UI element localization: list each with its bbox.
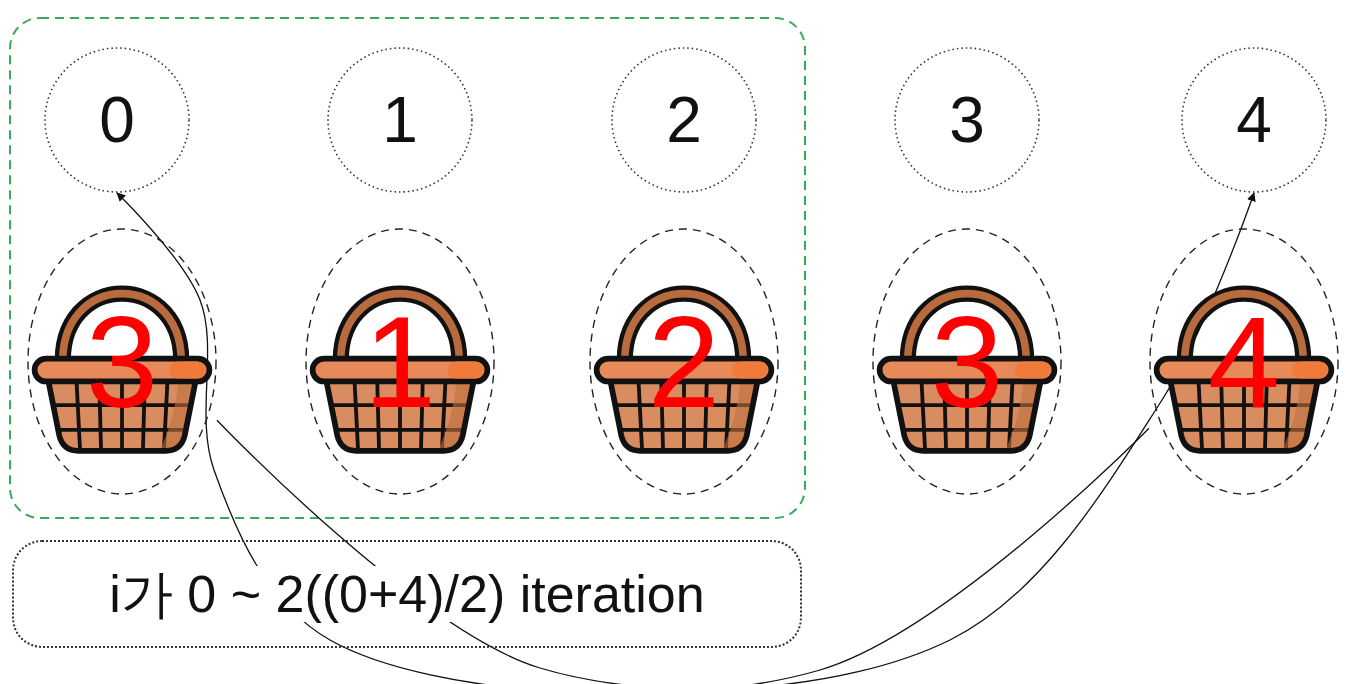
index-circle: 2 bbox=[611, 47, 757, 193]
basket-drawing bbox=[880, 294, 1055, 453]
dashed-ellipse bbox=[590, 229, 778, 494]
index-number: 1 bbox=[382, 88, 418, 152]
basket-item: 3 bbox=[872, 228, 1062, 495]
basket-item: 3 bbox=[27, 228, 217, 495]
value-number: 1 bbox=[364, 297, 436, 427]
index-circle: 1 bbox=[327, 47, 473, 193]
index-number: 0 bbox=[99, 88, 135, 152]
index-circle: 3 bbox=[894, 47, 1040, 193]
dotted-circle bbox=[328, 48, 472, 192]
dotted-circle bbox=[1182, 48, 1326, 192]
value-number: 3 bbox=[86, 297, 158, 427]
index-number: 2 bbox=[666, 88, 702, 152]
value-number: 4 bbox=[1208, 297, 1280, 427]
value-number: 3 bbox=[931, 297, 1003, 427]
basket-drawing bbox=[597, 294, 772, 453]
index-number: 4 bbox=[1236, 88, 1272, 152]
basket-drawing bbox=[35, 294, 210, 453]
index-number: 3 bbox=[949, 88, 985, 152]
basket-drawing bbox=[313, 294, 488, 453]
group-frame bbox=[10, 18, 805, 518]
basket-drawing bbox=[1157, 294, 1332, 453]
index-circle: 4 bbox=[1181, 47, 1327, 193]
dashed-ellipse bbox=[28, 229, 216, 494]
dotted-circle bbox=[612, 48, 756, 192]
dotted-circle bbox=[45, 48, 189, 192]
note-box: i가 0 ~ 2((0+4)/2) iteration bbox=[12, 540, 802, 648]
basket-item: 1 bbox=[305, 228, 495, 495]
basket-item: 4 bbox=[1149, 228, 1339, 495]
dotted-circle bbox=[895, 48, 1039, 192]
dashed-ellipse bbox=[306, 229, 494, 494]
index-circle: 0 bbox=[44, 47, 190, 193]
dashed-ellipse bbox=[1150, 229, 1338, 494]
note-text: i가 0 ~ 2((0+4)/2) iteration bbox=[105, 566, 708, 622]
value-number: 2 bbox=[648, 297, 720, 427]
dashed-ellipse bbox=[873, 229, 1061, 494]
basket-item: 2 bbox=[589, 228, 779, 495]
